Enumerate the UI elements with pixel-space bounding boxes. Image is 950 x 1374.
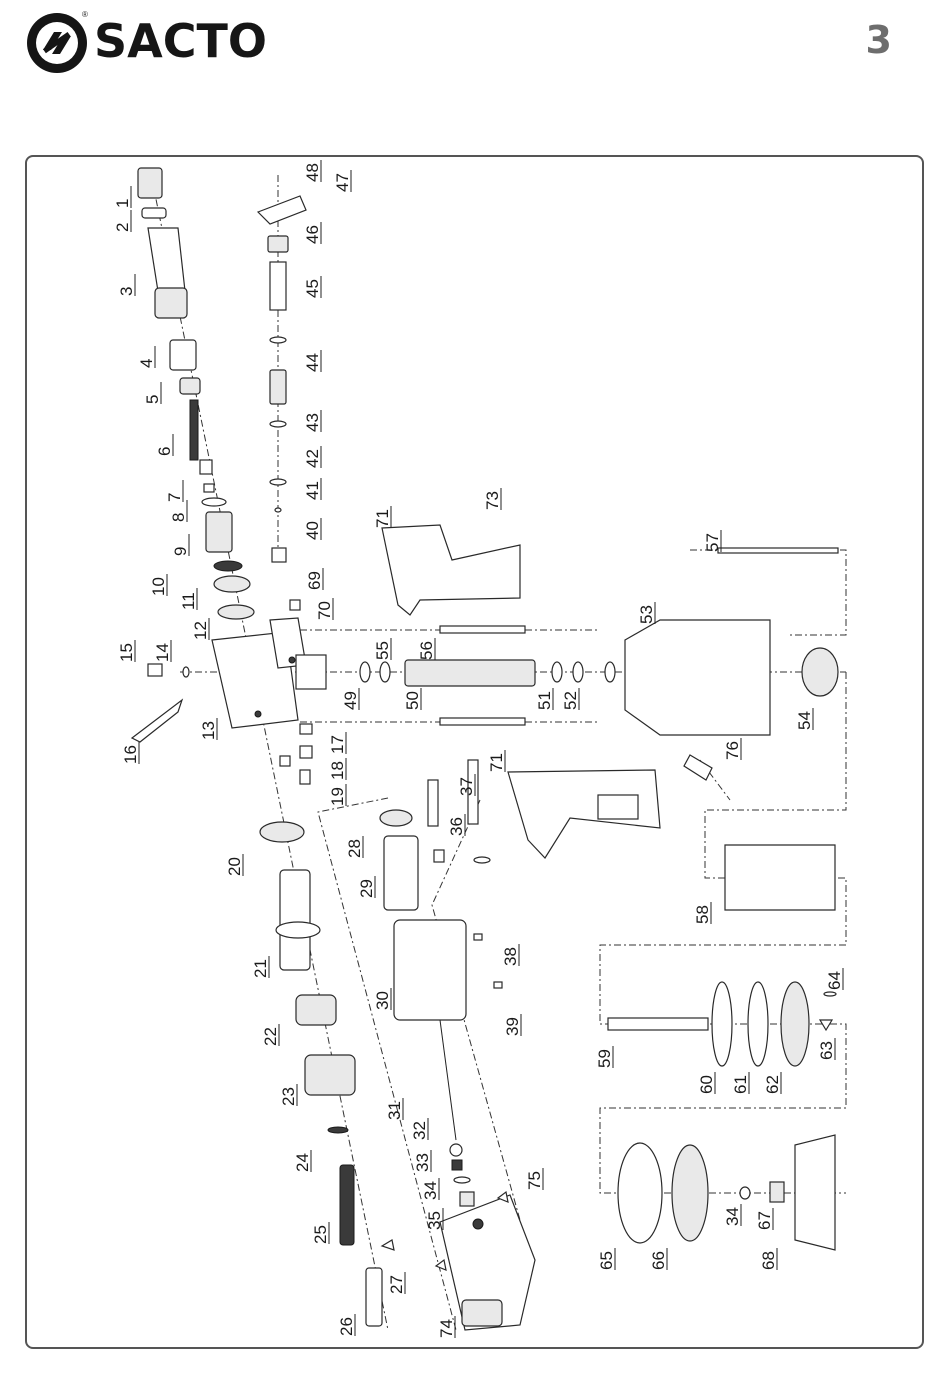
page-header: ® SACTO 3: [0, 0, 950, 90]
page-number: 3: [866, 18, 892, 62]
brand-name: SACTO: [94, 14, 267, 68]
diagram-frame: [25, 155, 924, 1349]
registered-mark: ®: [82, 10, 88, 19]
